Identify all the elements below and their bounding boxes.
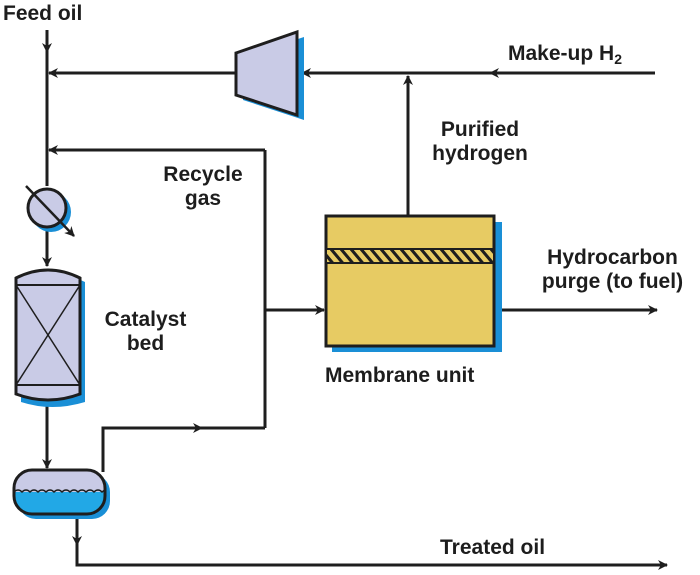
catalyst-line2: bed xyxy=(126,332,165,355)
hydrocarbon-purge-label: Hydrocarbon purge (to fuel) xyxy=(525,246,700,294)
separator-icon xyxy=(12,468,110,519)
makeup-h2-subscript: 2 xyxy=(614,51,622,67)
heat-exchanger-icon xyxy=(25,185,75,237)
purified-line2: hydrogen xyxy=(432,142,528,165)
recycle-gas-label: Recycle gas xyxy=(148,163,258,211)
membrane-unit-label: Membrane unit xyxy=(325,364,475,387)
recycle-line2: gas xyxy=(184,187,222,210)
separator-gas-line xyxy=(101,426,265,472)
purified-line1: Purified xyxy=(440,118,520,141)
catalyst-bed-label: Catalyst bed xyxy=(88,308,203,356)
purge-line1: Hydrocarbon xyxy=(547,246,678,269)
recycle-line1: Recycle xyxy=(163,163,243,186)
purge-line2: purge (to fuel) xyxy=(541,270,684,293)
reactor-icon xyxy=(14,268,85,407)
makeup-h2-label: Make-up H2 xyxy=(508,42,622,71)
makeup-h2-text: Make-up H xyxy=(508,42,615,65)
membrane-unit-icon xyxy=(324,214,502,352)
compressor-icon xyxy=(234,29,304,120)
catalyst-line1: Catalyst xyxy=(104,308,187,331)
feed-oil-label: Feed oil xyxy=(3,2,83,25)
treated-oil-line xyxy=(75,515,665,567)
treated-oil-label: Treated oil xyxy=(440,536,546,559)
purified-hydrogen-label: Purified hydrogen xyxy=(420,118,540,166)
